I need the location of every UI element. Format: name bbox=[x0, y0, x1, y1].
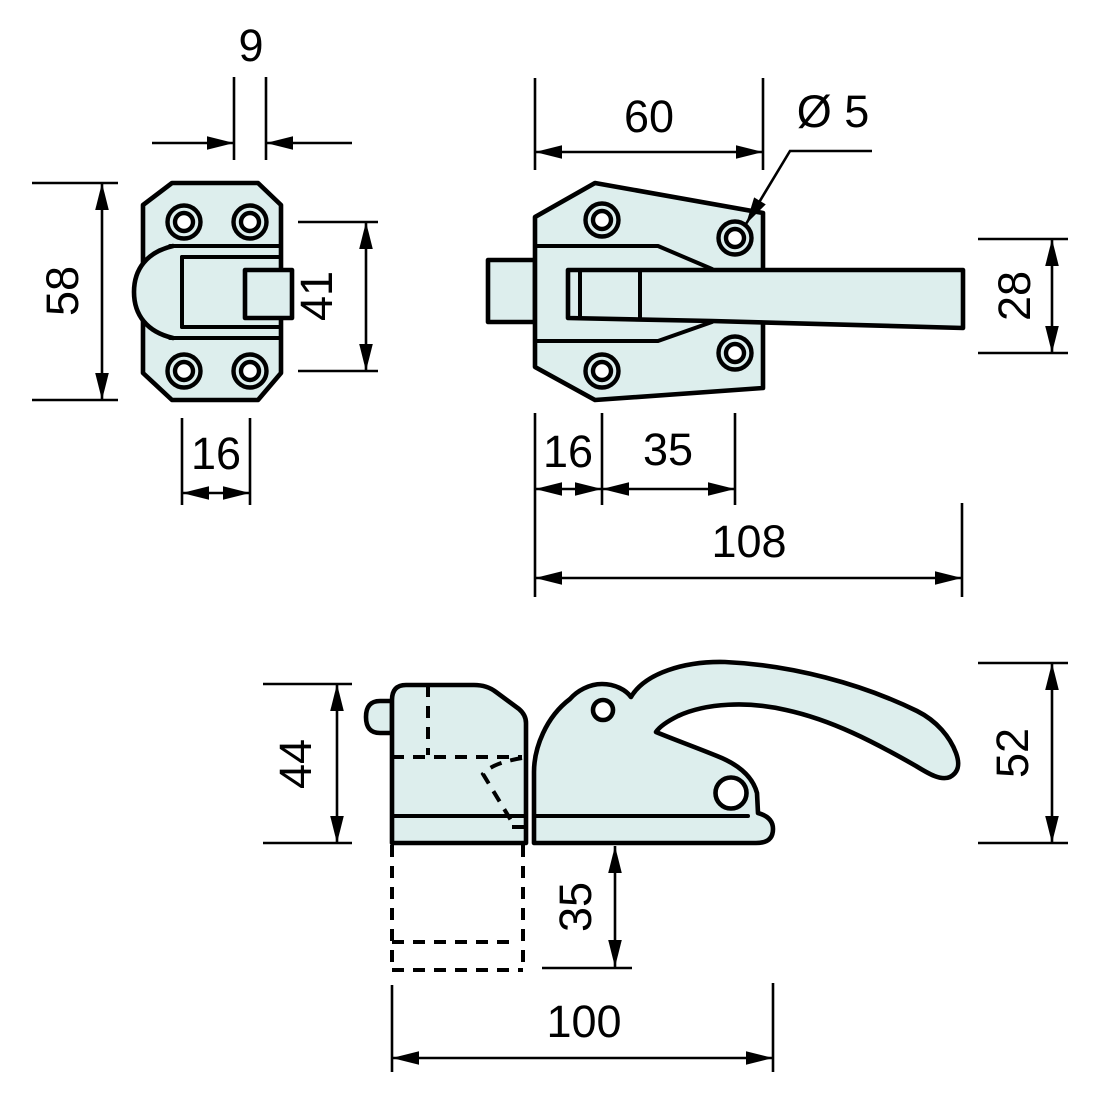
keeper-bulge bbox=[131, 243, 176, 341]
screw-hole-bore bbox=[238, 359, 262, 383]
screw-hole-bore bbox=[238, 210, 262, 234]
dim-label-plate-height: 58 bbox=[37, 266, 88, 316]
screw-hole-bore bbox=[590, 359, 614, 383]
screw-hole bbox=[583, 352, 621, 390]
dim-label-overall-length: 108 bbox=[711, 516, 786, 567]
screw-hole bbox=[165, 203, 203, 241]
body-upper-notch-line bbox=[533, 244, 714, 271]
keeper-side-block bbox=[389, 682, 529, 846]
screw-hole-bore bbox=[590, 208, 614, 232]
latch-bolt bbox=[242, 267, 295, 321]
handle-plan bbox=[565, 267, 966, 331]
screw-hole bbox=[231, 352, 269, 390]
latch-top-view: 60 Ø 5 28 16 35 108 bbox=[485, 78, 1068, 597]
dim-label-tongue-drop: 35 bbox=[550, 882, 601, 932]
screw-hole bbox=[716, 334, 754, 372]
screw-hole-bore bbox=[172, 210, 196, 234]
dim-label-body-width: 60 bbox=[624, 91, 674, 142]
screw-hole bbox=[716, 219, 754, 257]
latch-body-and-handle bbox=[531, 659, 961, 846]
dim-label-hole-diameter: Ø 5 bbox=[797, 86, 870, 137]
body-lower-notch-line bbox=[533, 320, 714, 343]
dim-label-base-length: 100 bbox=[546, 996, 621, 1047]
leader-line bbox=[744, 149, 872, 225]
latch-side-view: 44 52 35 100 bbox=[263, 659, 1068, 1072]
pivot-hole bbox=[590, 697, 616, 723]
keeper-front-view: 9 58 41 16 bbox=[32, 20, 378, 505]
screw-hole-bore bbox=[172, 359, 196, 383]
dim-label-hole-spacing-h: 16 bbox=[191, 428, 241, 479]
screw-hole bbox=[165, 352, 203, 390]
dim-label-hole-to-hole: 35 bbox=[643, 424, 693, 475]
dim-label-hole-spacing-v: 41 bbox=[291, 271, 342, 321]
dim-label-handle-width: 28 bbox=[989, 271, 1040, 321]
dim-label-edge-to-hole: 16 bbox=[543, 426, 593, 477]
screw-hole-bore bbox=[723, 341, 747, 365]
dim-label-block-height: 44 bbox=[270, 739, 321, 789]
dim-label-overall-height: 52 bbox=[987, 728, 1038, 778]
keeper-side-tab bbox=[363, 698, 395, 736]
mounting-hole bbox=[713, 775, 749, 811]
dim-label-top-width: 9 bbox=[238, 20, 263, 71]
screw-hole bbox=[583, 201, 621, 239]
screw-hole-bore bbox=[723, 226, 747, 250]
spindle-end bbox=[485, 257, 538, 325]
hidden-bolt-outline bbox=[480, 756, 523, 824]
screw-hole bbox=[231, 203, 269, 241]
